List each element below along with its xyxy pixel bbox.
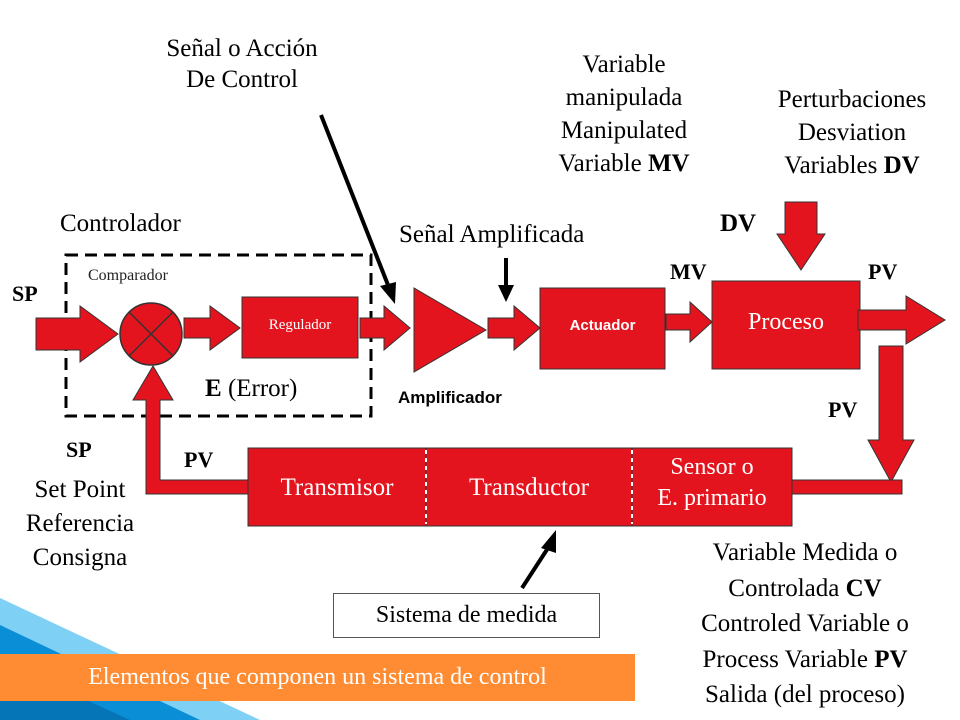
vmed-line2-bold: CV	[845, 574, 882, 602]
vmed-line2: Controlada CV	[650, 571, 960, 607]
vm-line2: manipulada	[565, 84, 683, 111]
transmisor-text: Transmisor	[280, 474, 394, 501]
arrow-to-amplificador	[359, 304, 411, 352]
comparador-label: Comparador	[88, 267, 168, 284]
error-text: (Error)	[221, 375, 298, 402]
pv-feedback-line	[132, 365, 249, 495]
vm-line4: Variable MV	[520, 147, 728, 180]
pert-line3: Variables DV	[742, 149, 960, 182]
amplificador-triangle	[413, 287, 487, 373]
vm-line1: Variable	[582, 51, 666, 78]
mv-label: MV	[670, 259, 707, 284]
referencia-line: Referencia	[25, 509, 135, 537]
pv-down-arrow	[867, 345, 915, 484]
set-point-line: Set Point	[34, 476, 126, 503]
dv-disturbance-arrow	[776, 201, 826, 271]
vmed-line1: Variable Medida o	[712, 539, 898, 566]
variable-manipulada-label: Variable manipulada Manipulated Variable…	[520, 48, 728, 180]
senal-accion-line2: De Control	[186, 66, 298, 94]
sp-input-label: SP	[12, 281, 38, 306]
sp-bottom-label: SP	[66, 437, 92, 462]
controlador-label: Controlador	[60, 210, 181, 237]
vmed-line2-text: Controlada	[728, 574, 846, 602]
proceso-text: Proceso	[748, 309, 824, 335]
caption-banner: Elementos que componen un sistema de con…	[0, 654, 635, 701]
senal-accion-label: Señal o Acción De Control	[135, 33, 349, 96]
actuador-text: Actuador	[569, 317, 636, 334]
sensor-text: Sensor o E. primario	[632, 452, 792, 514]
pointer-arrows	[319, 114, 556, 590]
consigna-line: Consigna	[32, 543, 128, 571]
sensor-block	[631, 447, 793, 527]
vmed-line3: Controled Variable o	[701, 610, 909, 637]
vmed-line5: Salida (del proceso)	[705, 681, 905, 708]
comparator-symbol	[119, 302, 183, 366]
perturbaciones-label: Perturbaciones Desviation Variables DV	[742, 83, 960, 182]
sp-input-arrow	[35, 305, 119, 363]
actuador-block	[539, 287, 666, 370]
pv-feedback-label: PV	[184, 447, 214, 472]
arrow-to-proceso	[665, 300, 713, 344]
pv-return-line	[789, 479, 903, 495]
vmed-line4: Process Variable PV	[650, 642, 960, 678]
pv-right-label: PV	[828, 397, 858, 422]
pert-line3-text: Variables	[784, 152, 884, 179]
transmisor-block	[247, 447, 427, 527]
sensor-line2: E. primario	[657, 485, 767, 512]
vm-line4-bold: MV	[647, 150, 690, 177]
sistema-medida-box: Sistema de medida	[333, 593, 600, 638]
setpoint-label: Set Point Referencia Consigna	[0, 473, 160, 574]
sensor-line1: Sensor o	[670, 454, 754, 480]
arrow-to-actuador	[487, 304, 541, 352]
arrow-to-regulador	[183, 305, 241, 351]
vm-line4-text: Variable	[558, 150, 648, 177]
senal-accion-line1: Señal o Acción	[166, 35, 318, 62]
amplificador-label: Amplificador	[398, 388, 502, 407]
error-label: E (Error)	[205, 373, 297, 404]
senal-amplificada-label: Señal Amplificada	[399, 221, 585, 248]
variable-medida-label: Variable Medida o Controlada CV Controle…	[650, 535, 960, 713]
error-letter: E	[205, 375, 222, 402]
pert-line1: Perturbaciones	[777, 86, 927, 113]
pert-line2: Desviation	[797, 119, 907, 146]
vmed-line4-text: Process Variable	[702, 645, 875, 673]
transductor-text: Transductor	[469, 474, 589, 501]
vmed-line4-bold: PV	[874, 645, 908, 673]
regulador-text: Regulador	[268, 317, 332, 333]
dv-label: DV	[720, 210, 757, 237]
pv-top-label: PV	[868, 259, 898, 284]
proceso-block	[711, 280, 861, 370]
pert-line3-bold: DV	[883, 152, 920, 179]
regulador-block	[241, 296, 359, 359]
vm-line3: Manipulated	[560, 117, 688, 144]
transductor-block	[425, 447, 633, 527]
pv-output-arrow	[857, 295, 946, 345]
